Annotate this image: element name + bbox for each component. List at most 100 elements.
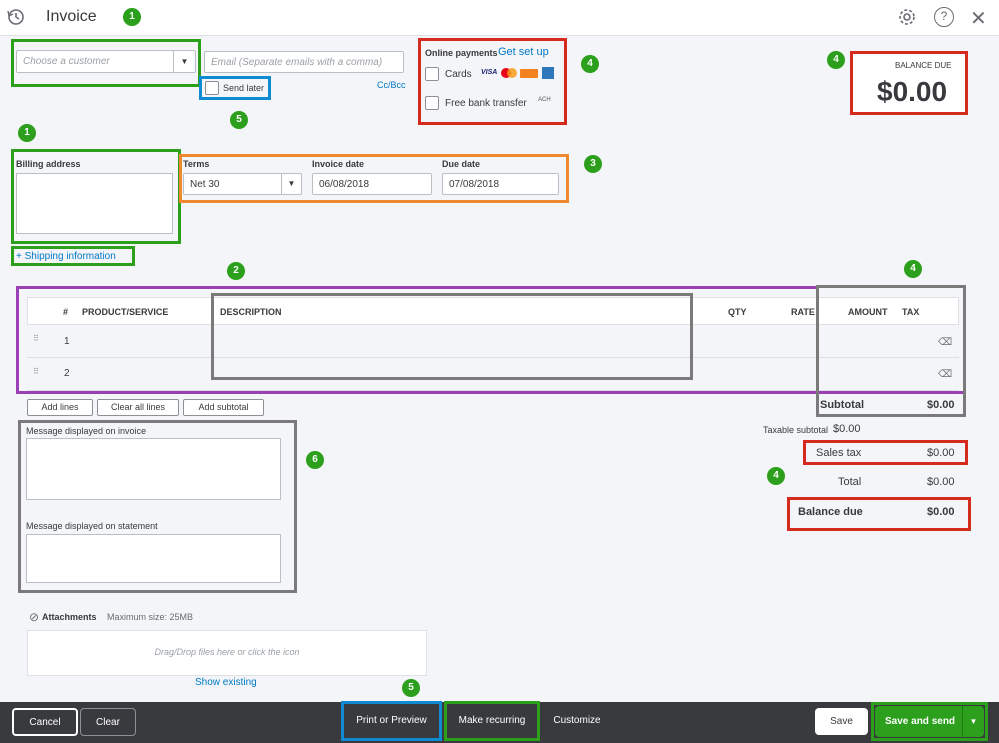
amex-icon xyxy=(542,67,554,79)
recent-icon[interactable] xyxy=(6,7,26,27)
sales-tax-highlight xyxy=(803,440,968,465)
customer-placeholder: Choose a customer xyxy=(23,56,110,67)
terms-value: Net 30 xyxy=(190,178,220,190)
send-later-checkbox[interactable] xyxy=(205,81,219,95)
terms-select[interactable]: Net 30 ▼ xyxy=(183,173,302,195)
online-payments-highlight xyxy=(418,38,567,125)
header-bar xyxy=(0,0,999,36)
annotation-badge: 3 xyxy=(584,155,602,173)
bank-transfer-checkbox[interactable] xyxy=(425,96,439,110)
statement-message-label: Message displayed on statement xyxy=(26,521,158,531)
help-icon[interactable]: ? xyxy=(934,7,954,27)
customize-button[interactable]: Customize xyxy=(553,715,601,726)
clear-all-lines-button[interactable]: Clear all lines xyxy=(97,399,179,416)
trash-icon[interactable]: ⌫ xyxy=(938,369,953,380)
cards-checkbox[interactable] xyxy=(425,67,439,81)
balance-due-total-label: Balance due xyxy=(798,506,863,518)
annotation-badge: 4 xyxy=(767,467,785,485)
trash-icon[interactable]: ⌫ xyxy=(938,337,953,348)
drag-handle-icon[interactable]: ⠿ xyxy=(33,334,39,343)
drag-handle-icon[interactable]: ⠿ xyxy=(33,367,39,376)
balance-due-amount: $0.00 xyxy=(877,76,948,107)
invoice-date-field[interactable]: 06/08/2018 xyxy=(312,173,432,195)
cancel-button[interactable]: Cancel xyxy=(12,708,78,736)
col-header-product: PRODUCT/SERVICE xyxy=(82,307,169,317)
save-button[interactable]: Save xyxy=(815,708,868,735)
page-title: Invoice xyxy=(46,8,97,25)
make-recurring-button[interactable]: Make recurring xyxy=(458,715,526,726)
sales-tax-value: $0.00 xyxy=(927,447,955,459)
show-existing-link[interactable]: Show existing xyxy=(195,677,257,688)
save-button-label: Save xyxy=(830,716,853,727)
invoice-message-field[interactable] xyxy=(26,438,281,500)
subtotal-value: $0.00 xyxy=(927,399,955,411)
annotation-badge: 1 xyxy=(123,8,141,26)
dropzone-text: Drag/Drop files here or click the icon xyxy=(154,647,300,657)
due-date-field[interactable]: 07/08/2018 xyxy=(442,173,559,195)
attachment-dropzone[interactable]: Drag/Drop files here or click the icon xyxy=(27,630,427,676)
email-field[interactable]: Email (Separate emails with a comma) xyxy=(204,51,404,73)
get-set-up-link[interactable]: Get set up xyxy=(498,46,549,58)
add-subtotal-button[interactable]: Add subtotal xyxy=(183,399,264,416)
email-placeholder: Email (Separate emails with a comma) xyxy=(211,56,383,68)
clear-button[interactable]: Clear xyxy=(80,708,136,736)
close-icon[interactable]: ✕ xyxy=(970,8,987,30)
shipping-information-link[interactable]: + Shipping information xyxy=(16,251,116,262)
terms-dates-highlight xyxy=(179,154,569,203)
taxable-subtotal-value: $0.00 xyxy=(833,423,861,435)
invoice-message-label: Message displayed on invoice xyxy=(26,426,147,436)
save-and-send-label: Save and send xyxy=(885,716,956,727)
mastercard-icon xyxy=(501,68,517,78)
chevron-down-icon[interactable]: ▼ xyxy=(281,174,301,194)
ach-icon: ACH xyxy=(538,97,551,103)
print-preview-highlight xyxy=(341,701,442,741)
invoice-date-value: 06/08/2018 xyxy=(319,178,370,190)
due-date-value: 07/08/2018 xyxy=(449,178,500,190)
annotation-badge: 2 xyxy=(227,262,245,280)
print-preview-button[interactable]: Print or Preview xyxy=(356,715,427,726)
billing-address-label: Billing address xyxy=(16,159,81,169)
shipping-highlight xyxy=(11,246,135,266)
sales-tax-label: Sales tax xyxy=(816,447,862,459)
description-highlight xyxy=(211,293,693,380)
billing-address-field[interactable] xyxy=(16,173,173,234)
table-row[interactable] xyxy=(27,357,959,391)
col-header-rate: RATE xyxy=(791,307,815,317)
col-header-number: # xyxy=(63,307,69,317)
annotation-badge: 5 xyxy=(402,679,420,697)
table-highlight-right xyxy=(818,391,964,394)
messages-highlight xyxy=(18,420,297,593)
balance-due-total-highlight xyxy=(787,497,971,531)
due-date-label: Due date xyxy=(442,159,481,169)
paperclip-icon[interactable]: ⊘ xyxy=(29,610,40,624)
table-highlight xyxy=(16,286,818,394)
customer-highlight xyxy=(11,39,201,87)
ccbcc-link[interactable]: Cc/Bcc xyxy=(377,80,406,90)
chevron-down-icon[interactable]: ▼ xyxy=(962,706,984,737)
cards-label: Cards xyxy=(445,69,472,80)
annotation-badge: 1 xyxy=(18,124,36,142)
taxable-subtotal-label: Taxable subtotal xyxy=(763,425,829,435)
annotation-badge: 5 xyxy=(230,111,248,129)
col-header-qty: QTY xyxy=(728,307,747,317)
subtotal-label: Subtotal xyxy=(820,399,864,411)
send-later-label: Send later xyxy=(223,83,265,93)
save-and-send-button[interactable]: Save and send ▼ xyxy=(875,706,984,737)
col-header-description: DESCRIPTION xyxy=(220,307,282,317)
row-number: 1 xyxy=(64,336,70,347)
terms-label: Terms xyxy=(183,159,210,169)
total-value: $0.00 xyxy=(927,476,955,488)
annotation-badge: 6 xyxy=(306,451,324,469)
visa-icon: VISA xyxy=(481,69,498,76)
chevron-down-icon[interactable]: ▼ xyxy=(173,51,195,72)
max-size-label: Maximum size: 25MB xyxy=(107,612,194,622)
attachments-label: Attachments xyxy=(42,612,97,622)
customer-select[interactable]: Choose a customer ▼ xyxy=(16,50,196,73)
statement-message-field[interactable] xyxy=(26,534,281,583)
bank-transfer-label: Free bank transfer xyxy=(445,98,527,109)
gear-icon[interactable] xyxy=(897,7,917,30)
add-lines-button[interactable]: Add lines xyxy=(27,399,93,416)
col-header-amount: AMOUNT xyxy=(848,307,888,317)
table-row[interactable] xyxy=(27,324,959,357)
make-recurring-highlight xyxy=(444,701,540,741)
